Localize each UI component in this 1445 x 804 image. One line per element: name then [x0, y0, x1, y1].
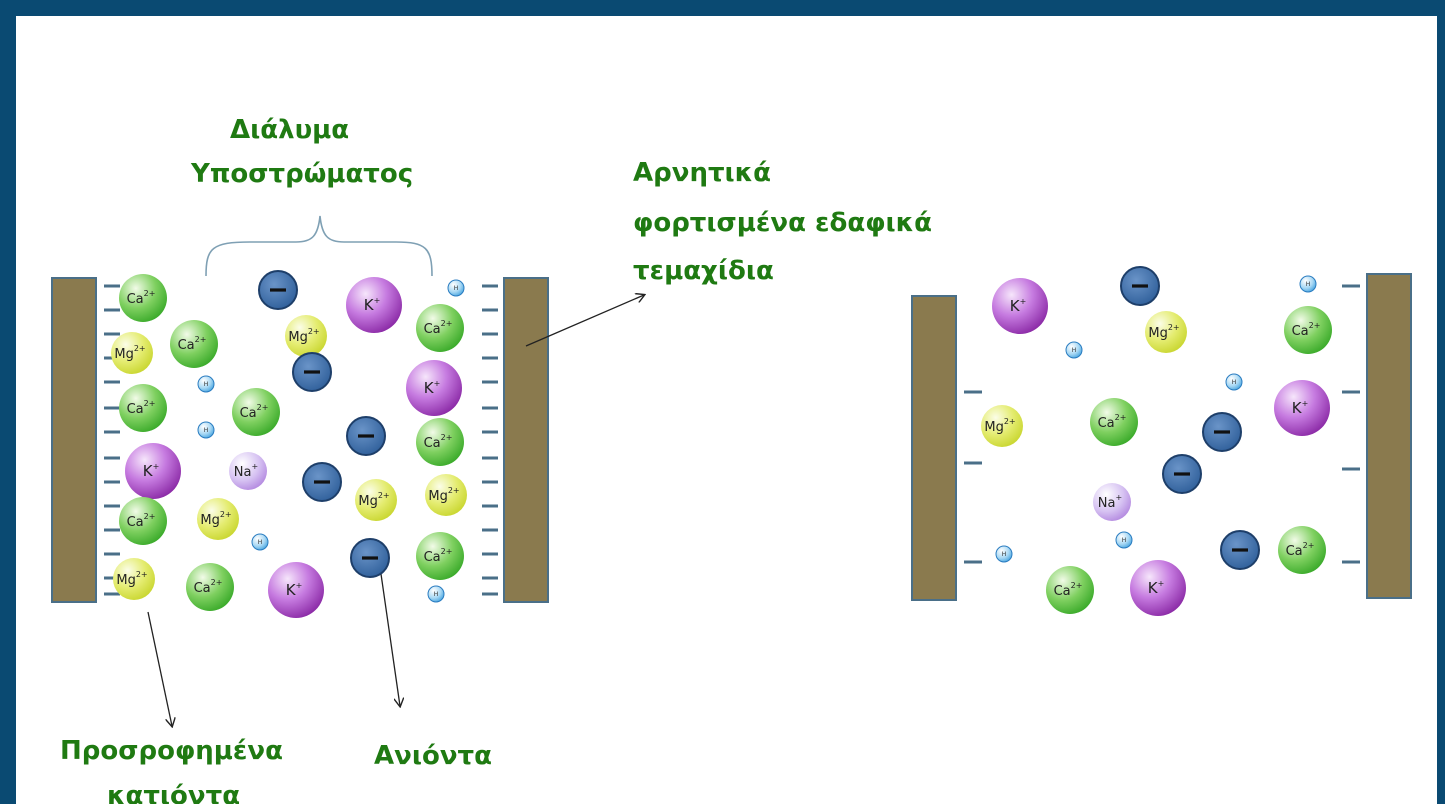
potassium-ion: K+: [1274, 380, 1330, 436]
magnesium-ion: Mg2+: [981, 405, 1023, 447]
calcium-ion: Ca2+: [1046, 566, 1094, 614]
hydrogen-ion-label: H: [204, 427, 209, 434]
sodium-ion: Na+: [1093, 483, 1131, 521]
hydrogen-ion: H: [996, 546, 1012, 562]
soil-particle-plate-3: [912, 296, 956, 600]
anion: [303, 463, 341, 501]
calcium-ion: Ca2+: [232, 388, 280, 436]
calcium-ion: Ca2+: [119, 497, 167, 545]
magnesium-ion: Mg2+: [113, 558, 155, 600]
hydrogen-ion-label: H: [258, 539, 263, 546]
potassium-ion-body: [125, 443, 181, 499]
anion-minus-sign: [270, 288, 286, 291]
magnesium-ion: Mg2+: [425, 474, 467, 516]
calcium-ion: Ca2+: [416, 532, 464, 580]
potassium-ion-body: [992, 278, 1048, 334]
anion-minus-sign: [314, 480, 330, 483]
anion: [1121, 267, 1159, 305]
anion: [347, 417, 385, 455]
hydrogen-ion-label: H: [1232, 379, 1237, 386]
anion: [1203, 413, 1241, 451]
particles-label-line3: τεμαχίδια: [633, 251, 774, 291]
calcium-ion: Ca2+: [416, 418, 464, 466]
adsorbed-label-line1: Προσροφημένα: [60, 731, 283, 771]
anion: [259, 271, 297, 309]
magnesium-ion: Mg2+: [1145, 311, 1187, 353]
potassium-ion: K+: [268, 562, 324, 618]
arrow-to-anions: [381, 574, 400, 706]
sodium-ion: Na+: [229, 452, 267, 490]
adsorbed-label-line2: κατιόντα: [107, 776, 240, 804]
hydrogen-ion: H: [1066, 342, 1082, 358]
potassium-ion-body: [1274, 380, 1330, 436]
hydrogen-ion: H: [448, 280, 464, 296]
hydrogen-ion: H: [198, 376, 214, 392]
anion: [293, 353, 331, 391]
solution-label-line2: Υποστρώματος: [191, 154, 413, 194]
anion: [351, 539, 389, 577]
hydrogen-ion-label: H: [1306, 281, 1311, 288]
solution-brace-path: [206, 216, 432, 276]
potassium-ion: K+: [125, 443, 181, 499]
arrow-to-adsorbed-cations: [148, 612, 172, 726]
anion-minus-sign: [304, 370, 320, 373]
hydrogen-ion-label: H: [1122, 537, 1127, 544]
soil-particle-plate-2: [504, 278, 548, 602]
anion-minus-sign: [1214, 430, 1230, 433]
hydrogen-ion-label: H: [204, 381, 209, 388]
ions: Ca2+Mg2+Ca2+Ca2+Ca2+HHK+Na+Ca2+Mg2+HMg2+…: [111, 267, 1332, 618]
particles-label-line1: Αρνητικά: [633, 153, 771, 193]
magnesium-ion: Mg2+: [285, 315, 327, 357]
hydrogen-ion-label: H: [434, 591, 439, 598]
hydrogen-ion: H: [428, 586, 444, 602]
magnesium-ion: Mg2+: [197, 498, 239, 540]
anion-minus-sign: [1132, 284, 1148, 287]
calcium-ion: Ca2+: [170, 320, 218, 368]
calcium-ion: Ca2+: [1090, 398, 1138, 446]
hydrogen-ion: H: [252, 534, 268, 550]
calcium-ion: Ca2+: [119, 384, 167, 432]
calcium-ion: Ca2+: [119, 274, 167, 322]
magnesium-ion: Mg2+: [355, 479, 397, 521]
solution-label-line1: Διάλυμα: [230, 110, 349, 150]
anion: [1221, 531, 1259, 569]
particles-label-line2: φορτισμένα εδαφικά: [633, 203, 932, 243]
hydrogen-ion: H: [1116, 532, 1132, 548]
calcium-ion: Ca2+: [186, 563, 234, 611]
potassium-ion-body: [268, 562, 324, 618]
hydrogen-ion: H: [198, 422, 214, 438]
potassium-ion: K+: [1130, 560, 1186, 616]
potassium-ion-body: [346, 277, 402, 333]
anions-label: Ανιόντα: [374, 736, 492, 776]
magnesium-ion: Mg2+: [111, 332, 153, 374]
soil-particle-plate-4: [1367, 274, 1411, 598]
potassium-ion-body: [406, 360, 462, 416]
potassium-ion-body: [1130, 560, 1186, 616]
hydrogen-ion-label: H: [454, 285, 459, 292]
anion-minus-sign: [358, 434, 374, 437]
potassium-ion: K+: [992, 278, 1048, 334]
hydrogen-ion: H: [1226, 374, 1242, 390]
anion-minus-sign: [362, 556, 378, 559]
hydrogen-ion-label: H: [1002, 551, 1007, 558]
calcium-ion: Ca2+: [416, 304, 464, 352]
anion-minus-sign: [1174, 472, 1190, 475]
calcium-ion: Ca2+: [1278, 526, 1326, 574]
solution-brace: [206, 216, 432, 276]
potassium-ion: K+: [346, 277, 402, 333]
potassium-ion: K+: [406, 360, 462, 416]
hydrogen-ion: H: [1300, 276, 1316, 292]
soil-particle-plate-1: [52, 278, 96, 602]
calcium-ion: Ca2+: [1284, 306, 1332, 354]
hydrogen-ion-label: H: [1072, 347, 1077, 354]
anion-minus-sign: [1232, 548, 1248, 551]
anion: [1163, 455, 1201, 493]
